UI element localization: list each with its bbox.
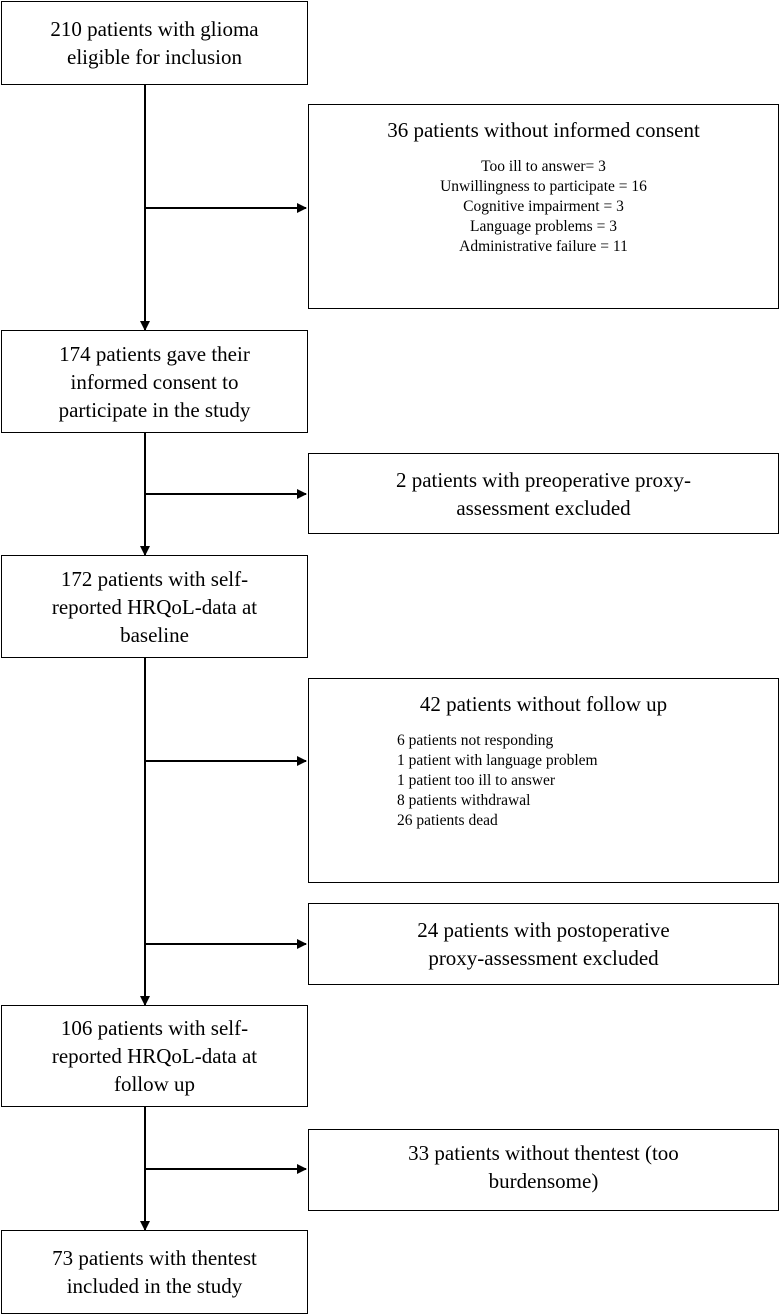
exclusion-postop-proxy-box: 24 patients with postoperative proxy-ass…: [308, 903, 779, 985]
exclusion-no-thentest-box: 33 patients without thentest (too burden…: [308, 1129, 779, 1211]
step-consent-line-1: 174 patients gave their: [59, 341, 250, 366]
step-baseline-line-1: 172 patients with self-: [60, 566, 249, 591]
step-followup-line-1: 106 patients with self-: [60, 1016, 249, 1040]
step-followup-box: 106 patients with self- reported HRQoL-d…: [1, 1005, 308, 1107]
list-item: Unwillingness to participate = 16: [440, 178, 647, 195]
list-item: 26 patients dead: [397, 812, 498, 829]
list-item: Language problems = 3: [470, 218, 617, 235]
step-thentest-box: 73 patients with thentest included in th…: [1, 1230, 308, 1314]
list-item: 6 patients not responding: [397, 732, 554, 749]
step-followup-line-3: follow up: [113, 1072, 196, 1096]
step-eligible-line-2: eligible for inclusion: [67, 45, 242, 69]
exclusion-no-thentest-line-1: 33 patients without thentest (too: [408, 1141, 679, 1165]
step-consent-box: 174 patients gave their informed consent…: [1, 330, 308, 433]
exclusion-preop-proxy-line-1: 2 patients with preoperative proxy-: [395, 467, 692, 492]
exclusion-no-followup-title: 42 patients without follow up: [419, 692, 668, 716]
step-consent-line-2: informed consent to: [70, 369, 239, 394]
step-baseline-box: 172 patients with self- reported HRQoL-d…: [1, 555, 308, 658]
exclusion-preop-proxy-box: 2 patients with preoperative proxy- asse…: [308, 453, 779, 534]
list-item: Too ill to answer= 3: [481, 158, 606, 175]
exclusion-postop-proxy-line-1: 24 patients with postoperative: [417, 918, 670, 942]
step-eligible-box: 210 patients with glioma eligible for in…: [1, 1, 308, 85]
step-thentest-line-2: included in the study: [66, 1274, 243, 1298]
exclusion-preop-proxy-line-2: assessment excluded: [456, 495, 631, 520]
exclusion-no-followup-list: 6 patients not responding 1 patient with…: [397, 731, 778, 831]
list-item: 8 patients withdrawal: [397, 792, 531, 809]
exclusion-no-thentest-line-2: burdensome): [488, 1169, 599, 1193]
step-followup-line-2: reported HRQoL-data at: [51, 1044, 258, 1068]
step-baseline-line-2: reported HRQoL-data at: [51, 594, 258, 619]
list-item: Administrative failure = 11: [459, 238, 628, 255]
exclusion-no-followup-box: 42 patients without follow up 6 patients…: [308, 678, 779, 883]
exclusion-no-consent-box: 36 patients without informed consent Too…: [308, 104, 779, 309]
step-consent-line-3: participate in the study: [58, 397, 251, 422]
step-thentest-line-1: 73 patients with thentest: [52, 1246, 257, 1270]
step-baseline-line-3: baseline: [120, 622, 189, 647]
list-item: 1 patient too ill to answer: [397, 772, 555, 789]
exclusion-postop-proxy-line-2: proxy-assessment excluded: [428, 946, 659, 970]
list-item: 1 patient with language problem: [397, 752, 598, 769]
exclusion-no-consent-list: Too ill to answer= 3 Unwillingness to pa…: [309, 157, 778, 257]
exclusion-no-consent-title: 36 patients without informed consent: [387, 118, 700, 142]
step-eligible-line-1: 210 patients with glioma: [50, 17, 259, 41]
list-item: Cognitive impairment = 3: [463, 198, 624, 215]
